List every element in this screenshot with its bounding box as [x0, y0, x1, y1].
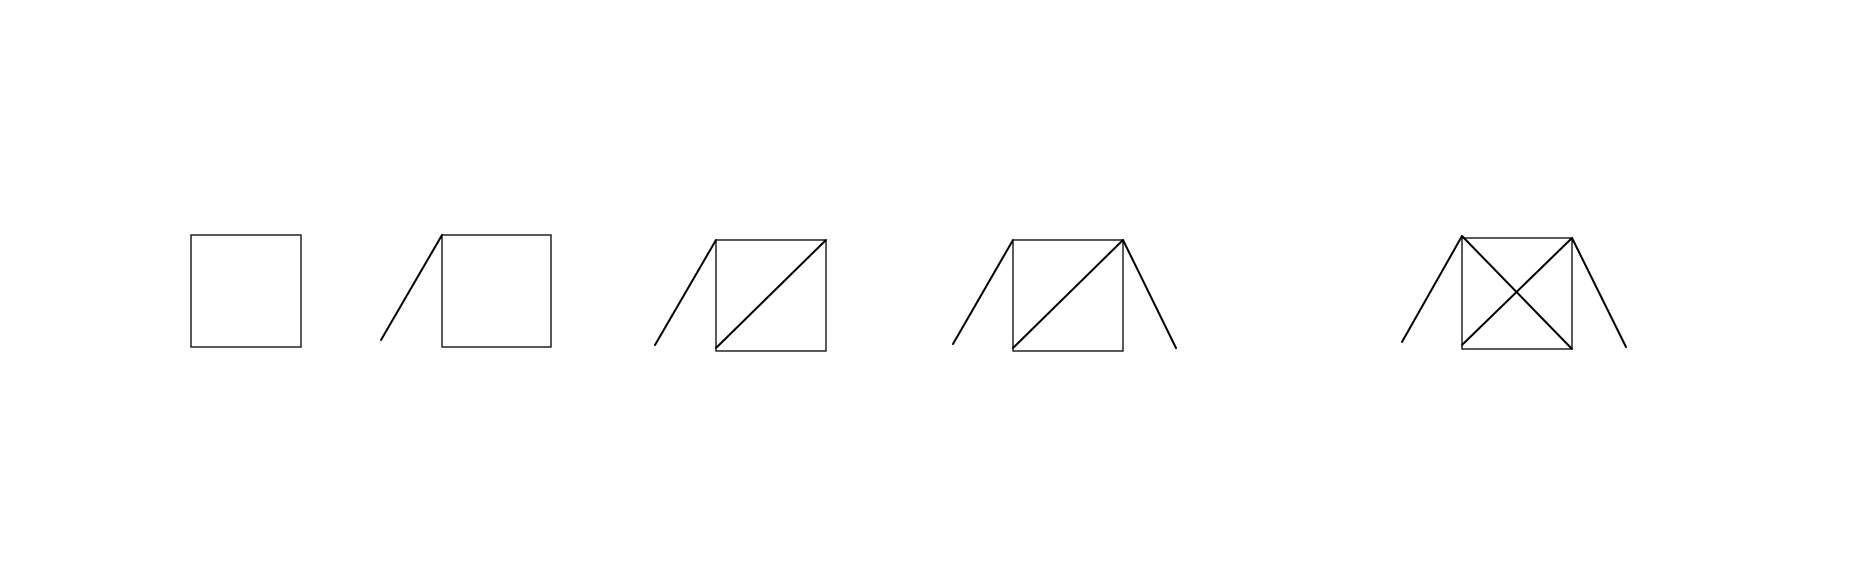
diagonal-line	[1012, 239, 1124, 349]
left-leg-line	[952, 239, 1014, 345]
square-outline	[441, 234, 552, 348]
square-outline	[190, 234, 302, 348]
left-leg-line	[380, 234, 443, 341]
diagonal-line	[715, 239, 827, 349]
square-outline	[1461, 237, 1573, 350]
figure-1-square	[190, 234, 302, 348]
square-outline	[1012, 239, 1124, 352]
left-leg-line	[654, 239, 717, 346]
figure-4-square-two-legs-diagonal	[952, 239, 1177, 352]
anti-diagonal-line	[1461, 235, 1573, 350]
figure-3-square-left-leg-diagonal	[654, 239, 827, 352]
right-leg-line	[1571, 237, 1627, 348]
figure-2-square-left-leg	[380, 234, 552, 348]
figure-5-square-two-legs-cross	[1401, 235, 1627, 350]
left-leg-line	[1401, 235, 1463, 343]
right-leg-line	[1122, 239, 1177, 349]
square-outline	[715, 239, 827, 352]
